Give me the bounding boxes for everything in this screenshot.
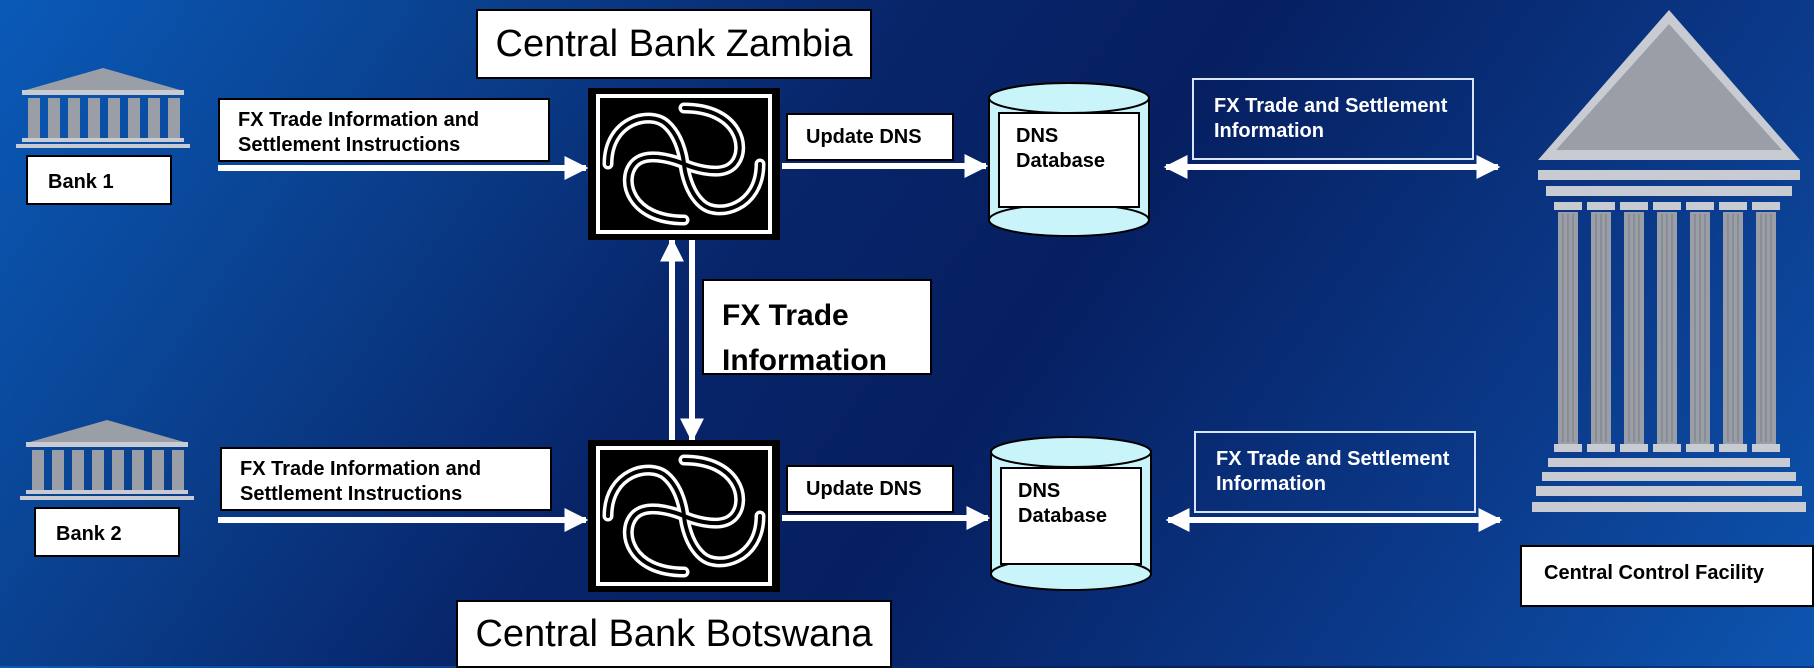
fx-trade-information-label: FX Trade Information	[702, 279, 932, 377]
zambia-dns-database-label: DNS Database	[998, 112, 1140, 208]
botswana-settlement-info-label: FX Trade and Settlement Information	[1194, 431, 1476, 513]
zambia-update-dns-label: Update DNS	[786, 113, 954, 161]
bank1-building-icon	[16, 68, 190, 148]
botswana-title-text: Central Bank Botswana	[475, 612, 873, 655]
central-building-icon	[1532, 10, 1806, 512]
botswana-knot-logo	[588, 440, 780, 592]
botswana-dns-database-label: DNS Database	[1000, 467, 1142, 565]
botswana-update-dns-label: Update DNS	[786, 465, 954, 513]
celtic-knot-icon	[596, 446, 772, 586]
bank2-label: Bank 2	[34, 507, 180, 557]
zambia-knot-logo	[588, 88, 780, 240]
zambia-title-text: Central Bank Zambia	[495, 22, 853, 65]
bank2-building-icon	[20, 420, 194, 500]
botswana-title: Central Bank Botswana	[456, 600, 892, 668]
bank1-instructions-label: FX Trade Information and Settlement Inst…	[218, 98, 550, 162]
zambia-title: Central Bank Zambia	[476, 9, 872, 79]
bank2-instructions-label: FX Trade Information and Settlement Inst…	[220, 447, 552, 511]
bank1-label: Bank 1	[26, 155, 172, 205]
central-control-facility-label: Central Control Facility	[1520, 545, 1814, 607]
celtic-knot-icon	[596, 94, 772, 234]
zambia-settlement-info-label: FX Trade and Settlement Information	[1192, 78, 1474, 160]
